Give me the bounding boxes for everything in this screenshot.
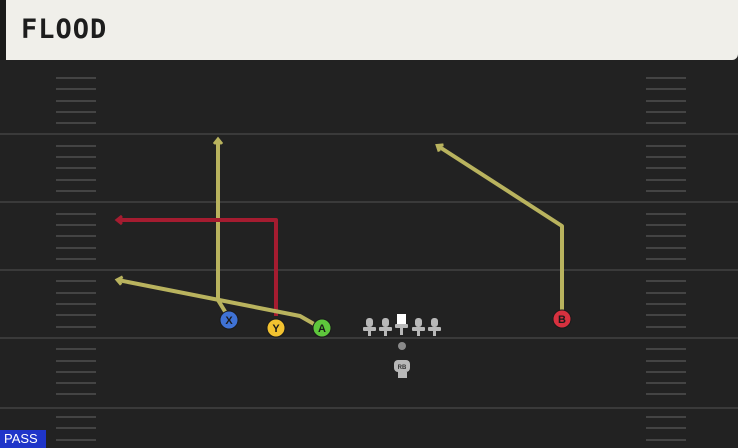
lineman-icon [363,318,376,336]
player-label-a: A [318,323,326,335]
title-bar: FLOOD [0,0,738,60]
player-label-rb: RB [398,365,407,371]
quarterback-marker [398,342,406,350]
player-label-x: X [225,315,233,327]
play-type-badge: PASS [0,430,46,448]
player-label-y: Y [272,323,280,335]
hash-marks-right [646,77,686,441]
lineman-icon [379,318,392,336]
center-icon [395,314,408,335]
hash-marks-left [56,77,96,441]
player-label-b: B [558,314,566,326]
route-y-out [118,220,278,316]
running-back-icon: RB [394,360,410,378]
offensive-line [363,314,441,336]
player-y: Y [266,318,286,338]
player-b: B [552,309,572,329]
player-a: A [312,318,332,338]
field-surface [0,60,738,448]
lineman-icon [412,318,425,336]
route-b-post [438,146,564,318]
player-x: X [219,310,239,330]
play-title: FLOOD [21,14,108,45]
yard-lines [0,133,738,409]
lineman-icon [428,318,441,336]
